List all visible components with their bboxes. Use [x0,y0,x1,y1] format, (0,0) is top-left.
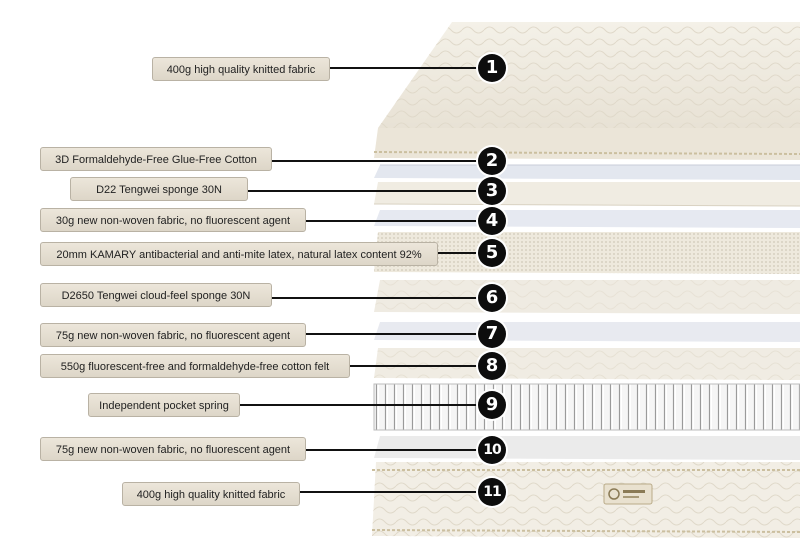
layer-label-8: 550g fluorescent-free and formaldehyde-f… [40,354,350,378]
layer-label-10: 75g new non-woven fabric, no fluorescent… [40,437,306,461]
layer-label-9: Independent pocket spring [88,393,240,417]
layer-number-badge-11: 11 [478,478,506,506]
layer-number-badge-7: 7 [478,320,506,348]
layer-number-badge-6: 6 [478,284,506,312]
layer-label-1: 400g high quality knitted fabric [152,57,330,81]
leader-line-11 [300,491,478,493]
layer-11-shape [371,462,800,538]
leader-line-6 [272,297,478,299]
layer-5-shape [374,232,800,274]
layer-label-4: 30g new non-woven fabric, no fluorescent… [40,208,306,232]
brand-logo-icon [603,483,653,505]
layer-number-badge-1: 1 [478,54,506,82]
leader-line-9 [240,404,478,406]
leader-line-10 [306,449,478,451]
leader-line-5 [438,252,478,254]
leader-line-7 [306,333,478,335]
leader-line-3 [248,190,478,192]
layer-number-badge-4: 4 [478,207,506,235]
layer-label-5: 20mm KAMARY antibacterial and anti-mite … [40,242,438,266]
layer-1-shape [373,22,800,160]
layer-9-shape [373,383,800,431]
layer-3-shape [373,182,800,207]
layer-7-shape [374,322,800,342]
layer-4-shape [374,210,800,228]
layer-label-11: 400g high quality knitted fabric [122,482,300,506]
leader-line-4 [306,220,478,222]
layer-number-badge-3: 3 [478,177,506,205]
layer-number-badge-5: 5 [478,239,506,267]
layer-label-2: 3D Formaldehyde-Free Glue-Free Cotton [40,147,272,171]
layer-label-6: D2650 Tengwei cloud-feel sponge 30N [40,283,272,307]
layer-8-shape [374,348,800,380]
leader-line-8 [350,365,478,367]
layer-label-7: 75g new non-woven fabric, no fluorescent… [40,323,306,347]
layer-number-badge-9: 9 [478,391,506,419]
layer-2-shape [374,164,800,180]
leader-line-2 [272,160,478,162]
layer-label-3: D22 Tengwei sponge 30N [70,177,248,201]
layer-10-shape [374,436,800,460]
layer-number-badge-10: 10 [478,436,506,464]
layer-number-badge-2: 2 [478,147,506,175]
leader-line-1 [330,67,478,69]
layer-number-badge-8: 8 [478,352,506,380]
